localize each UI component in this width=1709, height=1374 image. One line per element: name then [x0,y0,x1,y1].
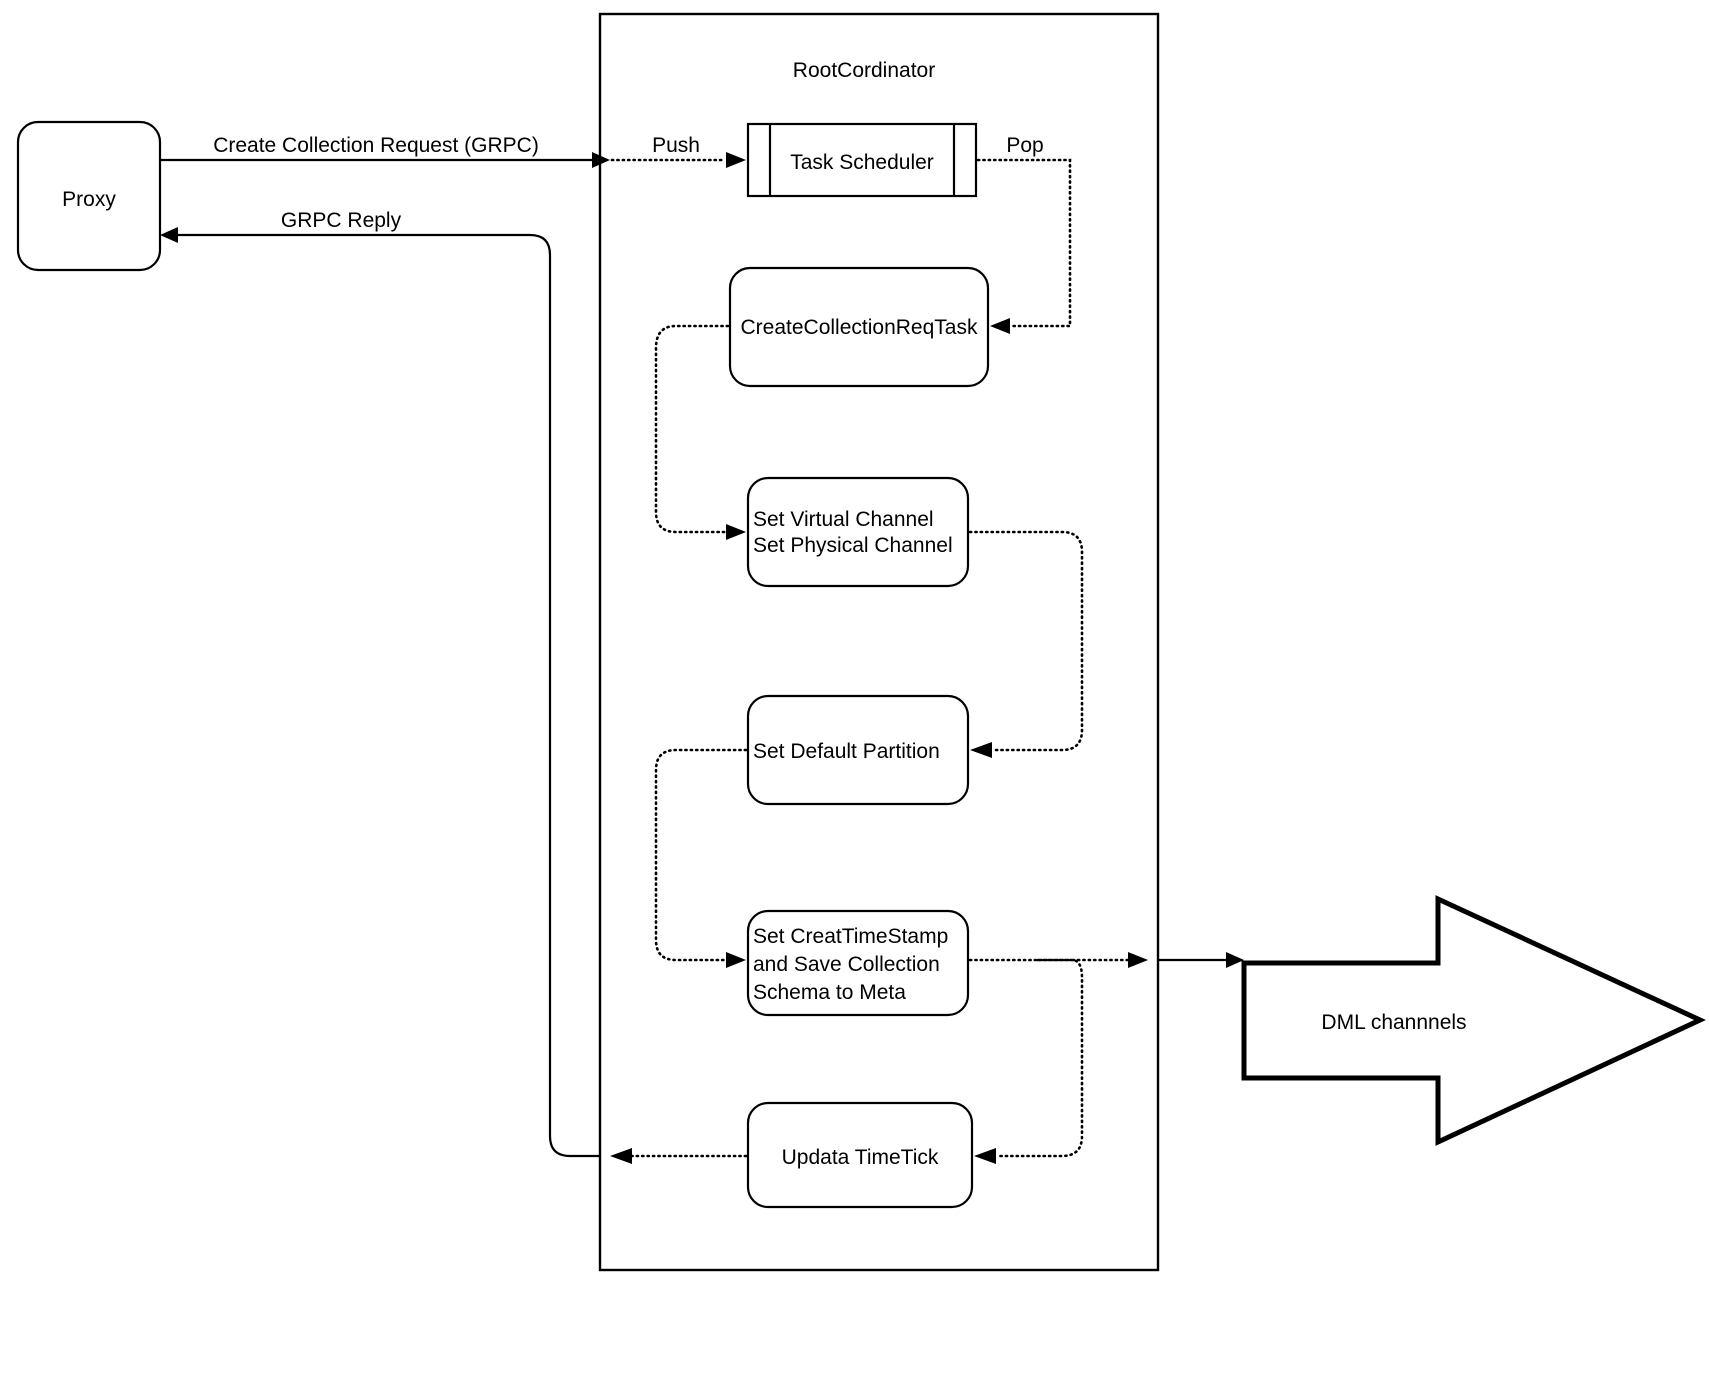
edge-partition-to-timestamp [654,748,748,962]
dml-channels-block-arrow[interactable] [1241,895,1706,1146]
push-label: Push [652,134,700,157]
arrowhead-grpc-reply [160,227,178,243]
arrowhead-push [726,152,746,168]
updata-timetick-label: Updata TimeTick [782,1146,939,1169]
rootcordinator-container [598,12,1160,1272]
create-collection-req-task-node[interactable] [728,266,990,388]
edge-set-channels-to-partition [968,530,1084,752]
arrowhead-timetick-to-border [610,1148,632,1164]
dml-channels-label: DML channnels [1321,1011,1466,1034]
updata-timetick-node[interactable] [746,1101,974,1209]
create-collection-req-task-label: CreateCollectionReqTask [741,316,978,339]
set-default-partition-label: Set Default Partition [753,740,940,763]
edge-pop [976,158,1072,328]
set-createtimestamp-node[interactable] [746,909,970,1017]
proxy-node[interactable] [16,120,162,272]
rootcordinator-label: RootCordinator [793,59,935,82]
edge-grpc-reply [178,233,600,1158]
pop-label: Pop [1006,134,1043,157]
arrowhead-timestamp-to-timetick [974,1148,996,1164]
create-collection-request-label: Create Collection Request (GRPC) [213,134,539,157]
arrowhead-create-collection-request [592,152,610,168]
arrowhead-border-to-dml-channels [1226,952,1244,968]
edge-timestamp-to-timetick [996,958,1084,1158]
set-channels-label-line2: Set Physical Channel [753,534,953,557]
set-createtimestamp-label-line1: Set CreatTimeStamp [753,925,948,948]
set-channels-label-line1: Set Virtual Channel [753,508,934,531]
task-scheduler-label: Task Scheduler [790,151,934,174]
arrowhead-pop [990,318,1010,334]
edge-task-to-set-channels [654,324,730,534]
set-channels-node[interactable] [746,476,970,588]
proxy-label: Proxy [62,188,116,211]
task-scheduler-node[interactable] [746,122,978,198]
arrowhead-partition-to-timestamp [726,952,746,968]
arrowhead-timestamp-to-border [1128,952,1148,968]
arrowhead-set-channels-to-partition [970,742,992,758]
set-default-partition-node[interactable] [746,694,970,806]
set-createtimestamp-label-line2: and Save Collection [753,953,940,976]
set-createtimestamp-label-line3: Schema to Meta [753,981,906,1004]
grpc-reply-label: GRPC Reply [281,209,402,232]
arrowhead-task-to-set-channels [726,524,746,540]
